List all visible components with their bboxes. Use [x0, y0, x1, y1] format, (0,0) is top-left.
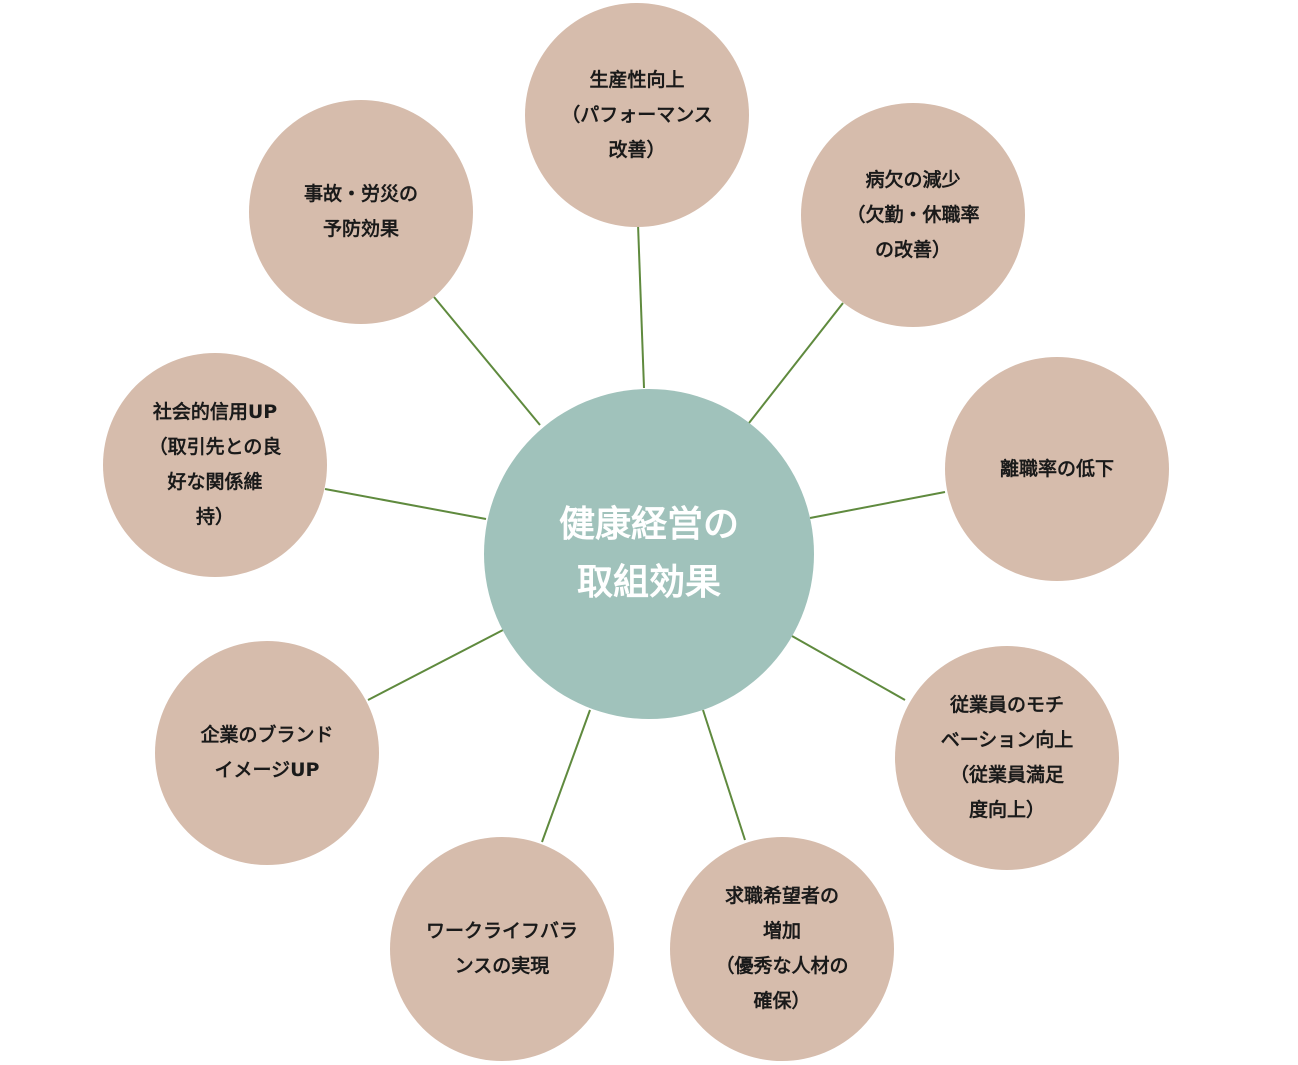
connector-absence	[748, 302, 844, 424]
node-label-line: （優秀な人材の	[715, 949, 848, 984]
node-label: 社会的信用UP （取引先との良 好な関係維 持）	[149, 395, 282, 535]
node-label-line: ンスの実現	[455, 949, 550, 984]
node-label-line: 事故・労災の	[304, 177, 418, 212]
node-productivity: 生産性向上 （パフォーマンス 改善）	[525, 3, 749, 227]
node-label-line: （従業員満足	[950, 758, 1064, 793]
node-label-line: 病欠の減少	[865, 163, 960, 198]
node-label-text: 改善）	[608, 138, 666, 161]
center-label: 健康経営の 取組効果	[559, 496, 739, 612]
connector-trust	[324, 488, 487, 520]
connector-worklife	[541, 709, 591, 843]
node-label-line: （取引先との良	[149, 430, 282, 465]
node-label-text: 確保）	[753, 990, 811, 1012]
node-label: 生産性向上 （パフォーマンス 改善）	[561, 63, 713, 168]
node-label: ワークライフバラ ンスの実現	[426, 914, 578, 984]
node-label-line: 社会的信用UP	[153, 395, 277, 430]
node-label-text: ベーション向上	[940, 729, 1074, 751]
node-label-text: イメージUP	[214, 759, 320, 781]
node-label-line: 離職率の低下	[1000, 452, 1114, 487]
node-label-text: 持）	[195, 506, 234, 528]
node-label-text: 生産性向上	[589, 68, 685, 91]
node-label-text: 求職希望者の	[724, 885, 839, 907]
node-label-text: 度向上）	[968, 799, 1045, 821]
node-label: 離職率の低下	[1000, 452, 1114, 487]
node-label-line: ベーション向上	[941, 723, 1074, 758]
center-label-text: 取組効果	[576, 562, 721, 603]
node-accident: 事故・労災の 予防効果	[249, 100, 473, 324]
center-label-text: 健康経営の	[558, 504, 739, 545]
node-label-line: ワークライフバラ	[426, 914, 578, 949]
node-label-text: 企業のブランド	[200, 724, 334, 746]
node-label-line: 増加	[763, 914, 801, 949]
node-label: 求職希望者の 増加 （優秀な人材の 確保）	[715, 879, 848, 1019]
connector-brand	[367, 629, 504, 701]
connector-motivation	[791, 635, 906, 701]
node-label-text: 従業員のモチ	[949, 694, 1064, 716]
node-label-text: （従業員満足	[949, 764, 1064, 786]
node-label: 企業のブランド イメージUP	[200, 718, 333, 788]
node-label-line: （欠勤・休職率	[846, 198, 979, 233]
node-label: 従業員のモチ ベーション向上 （従業員満足 度向上）	[941, 688, 1074, 828]
center-label-line: 取組効果	[577, 554, 721, 612]
node-applicants: 求職希望者の 増加 （優秀な人材の 確保）	[670, 837, 894, 1061]
node-label-line: 持）	[196, 500, 234, 535]
node-label-text: 社会的信用UP	[152, 401, 278, 423]
node-label-line: 確保）	[753, 984, 810, 1019]
node-label-text: 予防効果	[322, 218, 399, 240]
node-label-line: 生産性向上	[589, 63, 684, 98]
node-trust: 社会的信用UP （取引先との良 好な関係維 持）	[103, 353, 327, 577]
node-label-line: の改善）	[875, 233, 951, 268]
node-label: 病欠の減少 （欠勤・休職率 の改善）	[846, 163, 979, 268]
node-label-text: （優秀な人材の	[715, 955, 849, 977]
node-label-text: の改善）	[874, 238, 951, 261]
node-label-text: 事故・労災の	[303, 183, 418, 205]
node-label-text: （欠勤・休職率	[846, 203, 980, 226]
node-label-text: 増加	[762, 920, 801, 942]
node-motivation: 従業員のモチ ベーション向上 （従業員満足 度向上）	[895, 646, 1119, 870]
node-label-text: ワークライフバラ	[425, 920, 578, 942]
node-label-text: ンスの実現	[454, 955, 550, 977]
node-label-line: （パフォーマンス	[561, 98, 713, 133]
node-brand: 企業のブランド イメージUP	[155, 641, 379, 865]
node-label-line: 好な関係維	[167, 465, 262, 500]
node-label-text: 好な関係維	[167, 471, 263, 493]
node-label-text: 病欠の減少	[865, 168, 961, 191]
node-label-text: 離職率の低下	[999, 457, 1114, 480]
node-turnover: 離職率の低下	[945, 357, 1169, 581]
node-label-text: （パフォーマンス	[561, 103, 713, 126]
connector-applicants	[702, 709, 746, 841]
node-label-line: 予防効果	[323, 212, 399, 247]
node-label-text: （取引先との良	[148, 436, 282, 458]
node-label-line: 改善）	[608, 133, 665, 168]
node-label-line: 従業員のモチ	[950, 688, 1064, 723]
node-absence: 病欠の減少 （欠勤・休職率 の改善）	[801, 103, 1025, 327]
connector-productivity	[637, 223, 645, 389]
node-label-line: イメージUP	[215, 753, 320, 788]
node-label-line: 度向上）	[969, 793, 1045, 828]
node-worklife: ワークライフバラ ンスの実現	[390, 837, 614, 1061]
node-label: 事故・労災の 予防効果	[304, 177, 418, 247]
connector-turnover	[809, 491, 946, 519]
node-label-line: 求職希望者の	[725, 879, 839, 914]
connector-accident	[433, 296, 541, 426]
center-label-line: 健康経営の	[559, 496, 739, 554]
node-label-line: 企業のブランド	[200, 718, 333, 753]
center-node: 健康経営の 取組効果	[484, 389, 814, 719]
